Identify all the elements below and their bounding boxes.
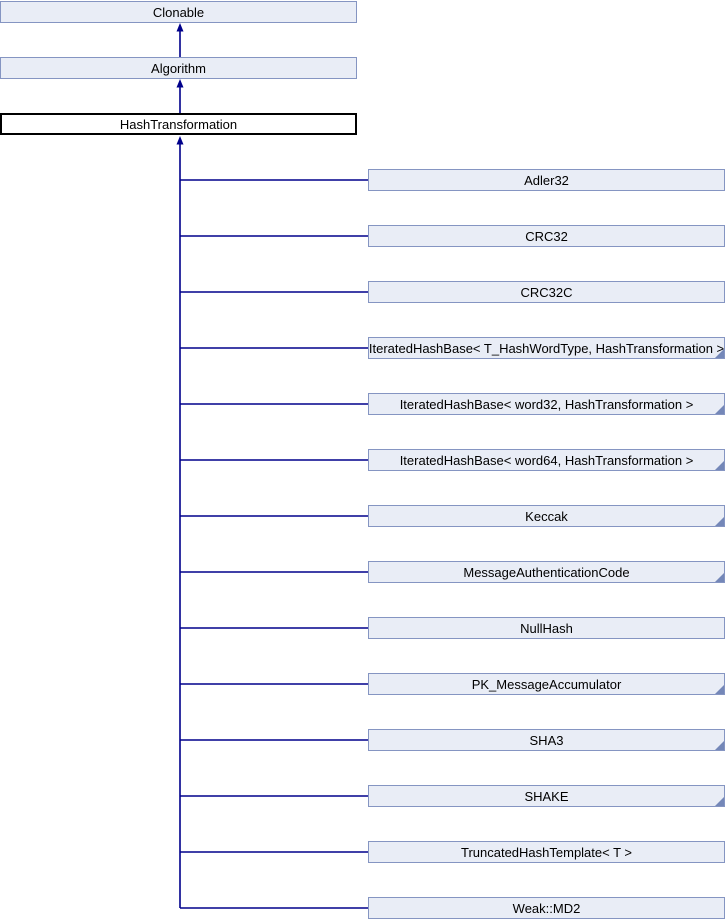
class-label: HashTransformation	[119, 116, 238, 132]
class-label: IteratedHashBase< word32, HashTransforma…	[399, 396, 694, 412]
derived-class-box[interactable]: IteratedHashBase< T_HashWordType, HashTr…	[368, 337, 725, 359]
class-box-clonable[interactable]: Clonable	[0, 1, 357, 23]
class-label: IteratedHashBase< T_HashWordType, HashTr…	[368, 340, 725, 356]
derived-class-box[interactable]: NullHash	[368, 617, 725, 639]
derived-class-box[interactable]: CRC32	[368, 225, 725, 247]
derived-class-box[interactable]: Keccak	[368, 505, 725, 527]
folded-corner-icon	[715, 517, 724, 526]
folded-corner-icon	[715, 349, 724, 358]
class-label: PK_MessageAccumulator	[471, 676, 622, 692]
class-label: Weak::MD2	[512, 900, 581, 916]
class-label: CRC32C	[520, 284, 573, 300]
class-label: Algorithm	[151, 60, 206, 76]
class-label: IteratedHashBase< word64, HashTransforma…	[399, 452, 694, 468]
class-box-algorithm[interactable]: Algorithm	[0, 57, 357, 79]
derived-class-box[interactable]: SHA3	[368, 729, 725, 751]
derived-class-box[interactable]: IteratedHashBase< word64, HashTransforma…	[368, 449, 725, 471]
derived-class-box[interactable]: TruncatedHashTemplate< T >	[368, 841, 725, 863]
derived-class-box[interactable]: Adler32	[368, 169, 725, 191]
derived-class-box[interactable]: SHAKE	[368, 785, 725, 807]
derived-class-box[interactable]: Weak::MD2	[368, 897, 725, 919]
class-label: CRC32	[525, 228, 568, 244]
class-label: NullHash	[520, 620, 573, 636]
class-box-hashtransformation-current: HashTransformation	[0, 113, 357, 135]
class-label: MessageAuthenticationCode	[463, 564, 630, 580]
class-label: SHA3	[529, 732, 564, 748]
derived-class-box[interactable]: IteratedHashBase< word32, HashTransforma…	[368, 393, 725, 415]
derived-class-box[interactable]: CRC32C	[368, 281, 725, 303]
class-label: TruncatedHashTemplate< T >	[460, 844, 633, 860]
folded-corner-icon	[715, 461, 724, 470]
class-label: Keccak	[525, 508, 568, 524]
folded-corner-icon	[715, 405, 724, 414]
class-label: SHAKE	[524, 788, 569, 804]
derived-class-box[interactable]: MessageAuthenticationCode	[368, 561, 725, 583]
class-label: Clonable	[152, 4, 205, 20]
folded-corner-icon	[715, 741, 724, 750]
derived-class-box[interactable]: PK_MessageAccumulator	[368, 673, 725, 695]
folded-corner-icon	[715, 573, 724, 582]
class-label: Adler32	[524, 172, 569, 188]
folded-corner-icon	[715, 685, 724, 694]
folded-corner-icon	[715, 797, 724, 806]
